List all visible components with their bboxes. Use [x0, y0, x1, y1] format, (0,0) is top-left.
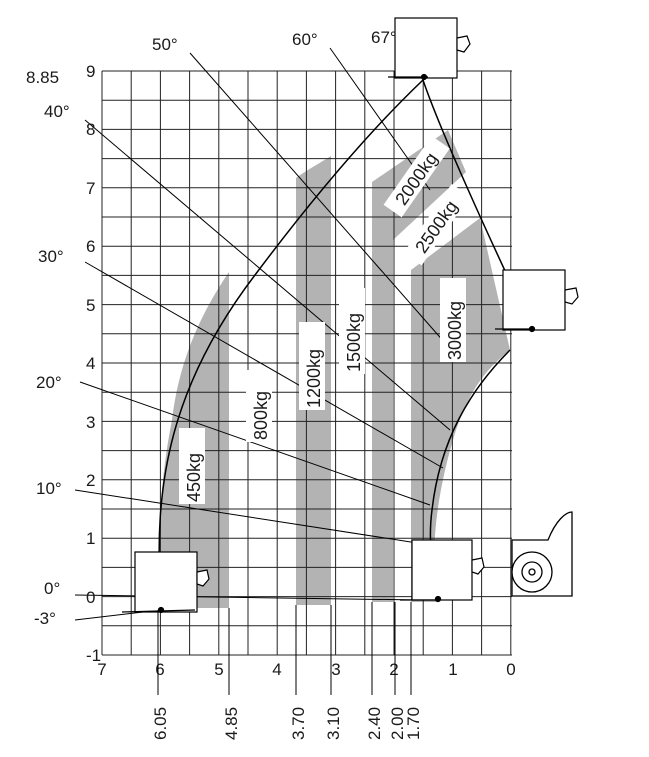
y-tick-label: 3	[86, 413, 95, 432]
angle-labels: 67° 60° 50° 40° 30° 20° 10° 0° -3°	[34, 28, 397, 628]
max-height-label: 8.85	[26, 68, 59, 87]
y-tick-label: 6	[86, 237, 95, 256]
y-tick-label: 2	[86, 471, 95, 490]
platform-bottom	[121, 551, 210, 614]
y-tick-label: 4	[86, 354, 95, 373]
x-tick-label: 4	[272, 660, 281, 679]
angle-label: 30°	[38, 247, 64, 266]
x-tick-label: 2	[389, 660, 398, 679]
angle-label: 0°	[44, 579, 60, 598]
reach-label: 6.05	[151, 707, 170, 740]
x-tick-label: 6	[155, 660, 164, 679]
angle-label: 40°	[44, 102, 70, 121]
zone-2000kg	[372, 130, 466, 602]
zone-3000kg	[411, 218, 510, 602]
load-zone-label: 1500kg	[344, 313, 364, 372]
reach-label-ticks	[157, 602, 412, 695]
reach-label: 2.40	[365, 707, 384, 740]
load-zone-label: 800kg	[251, 391, 271, 440]
platform-top	[388, 17, 471, 81]
load-zones	[159, 130, 510, 608]
load-zone-label: 450kg	[184, 453, 204, 502]
x-tick-label: 7	[97, 660, 106, 679]
platform-low	[400, 539, 485, 603]
angle-lines	[74, 47, 461, 621]
reach-label: 3.70	[289, 707, 308, 740]
y-tick-label: 5	[86, 296, 95, 315]
angle-label: -3°	[34, 609, 56, 628]
angle-label: 10°	[36, 479, 62, 498]
y-tick-label: 9	[86, 62, 95, 81]
angle-label: 67°	[371, 28, 397, 47]
angle-label: 50°	[152, 35, 178, 54]
reach-label: 1.70	[404, 707, 423, 740]
angle-label: 60°	[292, 30, 318, 49]
x-tick-label: 1	[448, 660, 457, 679]
y-tick-label: 1	[86, 529, 95, 548]
reach-label: 4.85	[222, 707, 241, 740]
load-zone-label: 1200kg	[304, 349, 324, 408]
angle-label: 20°	[36, 373, 62, 392]
x-tick-label: 3	[331, 660, 340, 679]
load-zone-labels: 450kg 800kg 1200kg 1500kg 2000kg 2500kg …	[179, 135, 470, 504]
x-axis-labels: 7 6 5 4 3 2 1 0	[97, 660, 515, 679]
reach-label: 3.10	[324, 707, 343, 740]
machine-front	[511, 511, 573, 597]
load-zone-label: 3000kg	[445, 301, 465, 360]
x-tick-label: 0	[506, 660, 515, 679]
y-tick-label: -1	[86, 646, 101, 665]
platform-mid	[495, 269, 579, 333]
y-tick-label: 7	[86, 179, 95, 198]
y-axis-labels: -1 0 1 2 3 4 5 6 7 8 9 8.85	[26, 62, 101, 665]
y-tick-label: 0	[86, 588, 95, 607]
x-tick-label: 5	[214, 660, 223, 679]
reach-labels: 6.05 4.85 3.70 3.10 2.40 2.00 1.70	[151, 707, 423, 740]
y-tick-label: 8	[86, 120, 95, 139]
reach-label: 2.00	[388, 707, 407, 740]
boom-envelope-outline	[158, 78, 533, 611]
